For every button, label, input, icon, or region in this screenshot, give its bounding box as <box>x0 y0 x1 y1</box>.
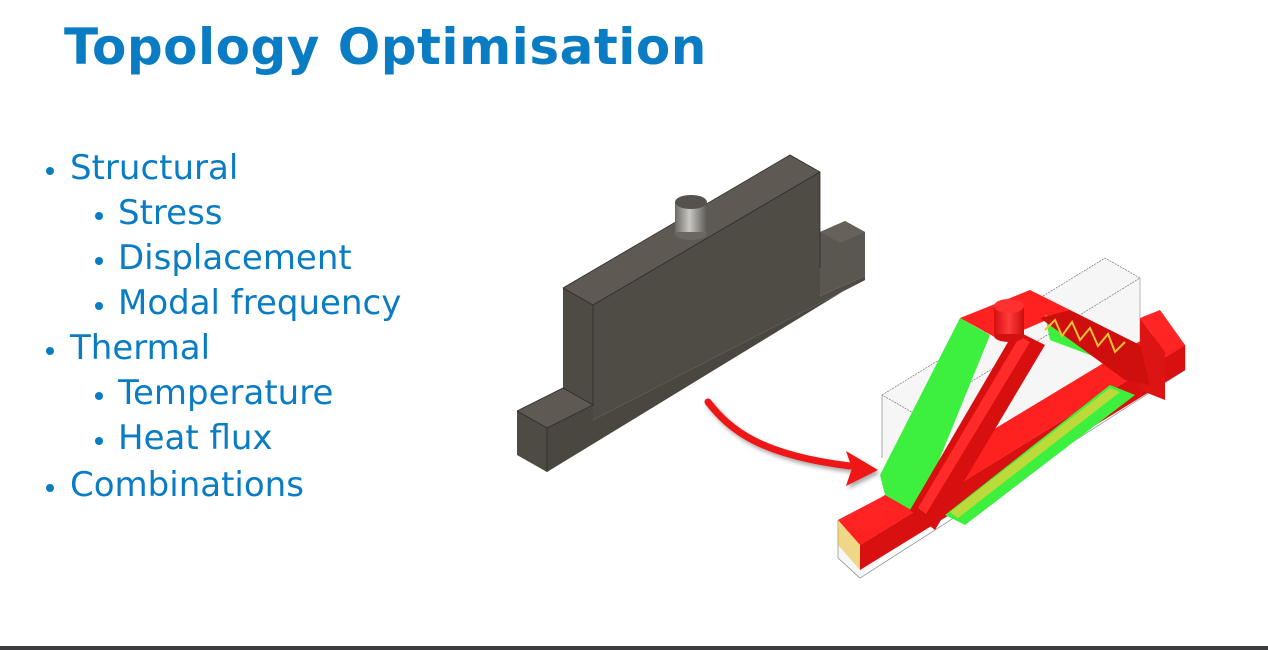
footer-bar <box>0 646 1268 650</box>
bullet-structural: Structural <box>46 146 401 191</box>
optimised-model-icon <box>837 257 1186 579</box>
input-model-icon <box>516 154 865 472</box>
bullet-thermal: Thermal <box>46 326 401 371</box>
slide-title: Topology Optimisation <box>64 18 707 76</box>
bullet-heat-flux: Heat flux <box>46 416 401 461</box>
bullet-list: Structural Stress Displacement Modal fre… <box>46 146 401 508</box>
bullet-modal-frequency: Modal frequency <box>46 281 401 326</box>
bullet-stress: Stress <box>46 191 401 236</box>
red-curved-arrow-icon <box>704 398 878 486</box>
bullet-combinations: Combinations <box>46 463 401 508</box>
bullet-displacement: Displacement <box>46 236 401 281</box>
bullet-temperature: Temperature <box>46 371 401 416</box>
